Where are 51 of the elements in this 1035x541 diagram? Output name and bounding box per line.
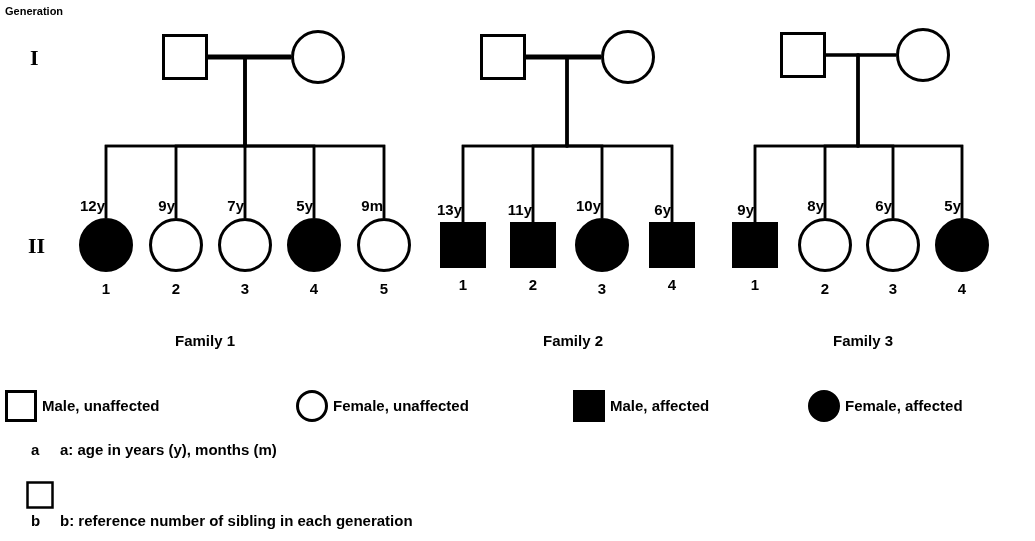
descent-line	[856, 53, 964, 218]
age-label: 5y	[944, 197, 961, 214]
sibling-number: 3	[597, 280, 607, 297]
open-square	[780, 32, 826, 78]
sibling-number: 1	[101, 280, 111, 297]
age-label: 9y	[158, 197, 175, 214]
consanguineous-marriage-line	[526, 54, 601, 60]
sibling-number: 2	[528, 276, 538, 293]
age-label: 9y	[737, 201, 754, 218]
key-letter: b	[31, 512, 41, 529]
age-label: 8y	[807, 197, 824, 214]
generation-numeral: II	[28, 233, 46, 259]
key-letter: a	[31, 441, 40, 458]
open-square	[480, 34, 526, 80]
open-circle	[291, 30, 345, 84]
family-label: Family 1	[175, 332, 236, 349]
sibling-number: 4	[667, 276, 677, 293]
open-circle	[896, 28, 950, 82]
age-label: 6y	[875, 197, 892, 214]
open-square	[162, 34, 208, 80]
age-label: 7y	[227, 197, 244, 214]
descent-line	[243, 55, 386, 218]
age-label: 5y	[296, 197, 313, 214]
age-label: 13y	[436, 201, 462, 218]
family-label: Family 3	[833, 332, 894, 349]
open-circle	[601, 30, 655, 84]
legend-label: Male, unaffected	[42, 397, 160, 414]
legend-label: Female, unaffected	[333, 397, 469, 414]
sibling-number: 3	[888, 280, 898, 297]
generation-numeral: I	[30, 45, 39, 71]
family-label: Family 2	[543, 332, 604, 349]
sibling-number: 4	[957, 280, 967, 297]
descent-line	[565, 55, 674, 222]
sibling-number: 2	[820, 280, 830, 297]
key-text: a: age in years (y), months (m)	[60, 441, 277, 458]
age-label: 9m	[361, 197, 383, 214]
sibling-number: 1	[750, 276, 760, 293]
sibling-number: 1	[458, 276, 468, 293]
age-label: 12y	[79, 197, 105, 214]
consanguineous-marriage-line	[208, 54, 291, 60]
legend-label: Female, affected	[845, 397, 963, 414]
sibling-number: 5	[379, 280, 389, 297]
sibling-number: 3	[240, 280, 250, 297]
axis-title: Generation	[5, 4, 64, 19]
age-label: 10y	[575, 197, 601, 214]
age-label: 11y	[507, 201, 532, 218]
legend-label: Male, affected	[610, 397, 710, 414]
sibling-number: 4	[309, 280, 319, 297]
sibling-number: 2	[171, 280, 181, 297]
age-label: 6y	[654, 201, 671, 218]
key-text: b: reference number of sibling in each generation	[60, 512, 413, 529]
